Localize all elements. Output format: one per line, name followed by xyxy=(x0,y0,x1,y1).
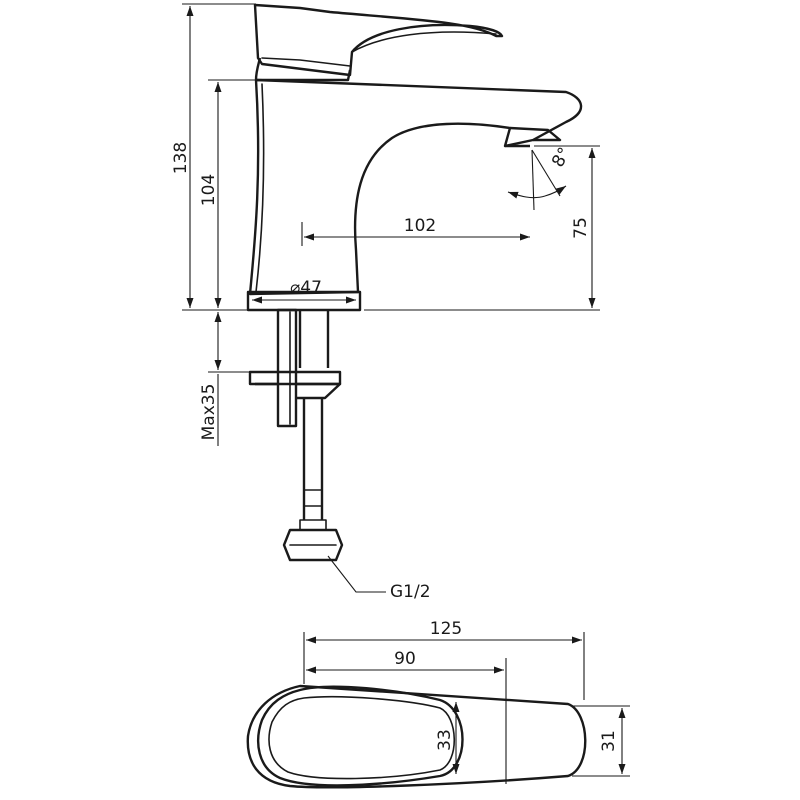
dim-label-spout-height: 75 xyxy=(571,217,591,239)
dim-label-top-body-width: 31 xyxy=(599,730,619,752)
dim-label-spout-angle: 8° xyxy=(548,144,575,171)
dim-label-total-height: 138 xyxy=(171,142,191,174)
dim-label-top-total-length: 125 xyxy=(430,619,462,639)
dim-label-base-diameter: ⌀47 xyxy=(290,278,322,298)
dim-label-spout-reach: 102 xyxy=(404,216,436,236)
handle-lever xyxy=(253,3,504,77)
side-labels: 138 104 Max35 102 75 ⌀47 G1/2 8° xyxy=(171,142,591,602)
dim-label-thread: G1/2 xyxy=(390,582,431,602)
mounting-plate xyxy=(248,370,342,386)
aerator xyxy=(505,126,562,148)
dim-label-body-height: 104 xyxy=(199,174,219,206)
top-body-outline xyxy=(246,684,587,789)
dim-label-top-spout-length: 90 xyxy=(394,649,416,669)
top-dimensions xyxy=(303,632,630,784)
mounting-pipe xyxy=(298,310,330,368)
dim-label-top-handle-width: 33 xyxy=(435,729,455,751)
top-labels: 125 90 33 31 xyxy=(394,619,619,752)
faucet-body xyxy=(248,78,583,296)
side-view xyxy=(246,3,583,562)
side-dimensions xyxy=(182,3,600,593)
top-view xyxy=(246,684,587,789)
mounting-shank xyxy=(276,308,298,428)
hose-nut xyxy=(282,528,344,562)
dim-label-max-mounting: Max35 xyxy=(199,384,219,441)
top-handle-inner xyxy=(268,695,456,780)
faucet-body-inner-line xyxy=(255,83,265,293)
top-handle-outline xyxy=(257,685,464,787)
flexible-hose xyxy=(302,398,324,520)
handle-lever-detail xyxy=(261,31,497,67)
base-plate xyxy=(246,290,362,312)
